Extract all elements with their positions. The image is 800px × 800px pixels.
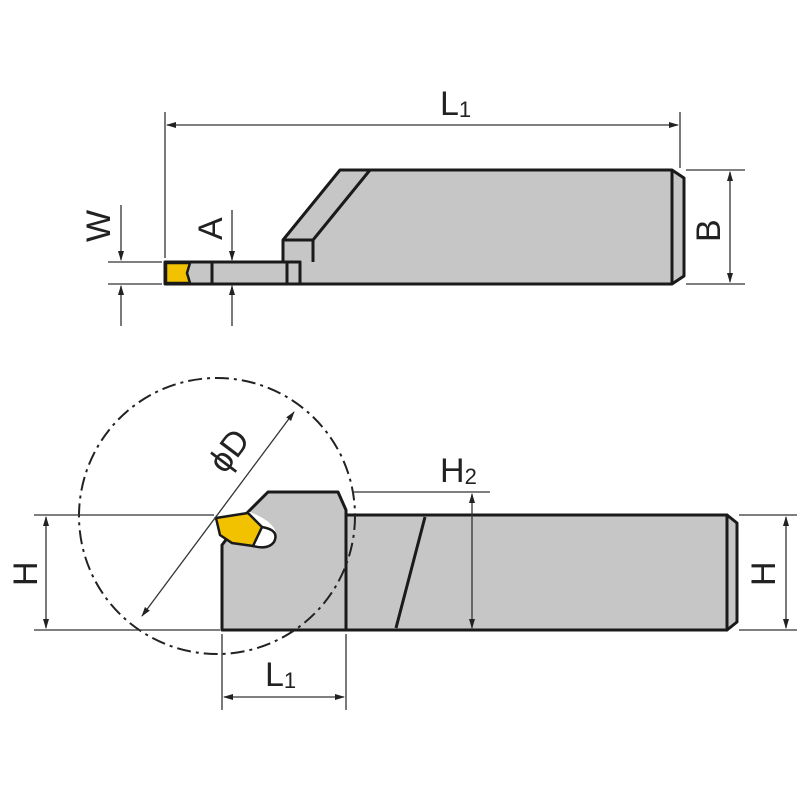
shank-top bbox=[281, 168, 686, 286]
slant-line bbox=[311, 169, 372, 241]
label-B: B bbox=[690, 219, 728, 242]
dim-phiD bbox=[141, 411, 295, 617]
label-H-left: H bbox=[7, 561, 45, 586]
shank-chamfer bbox=[725, 513, 739, 632]
label-W: W bbox=[80, 210, 118, 242]
head-side bbox=[220, 490, 348, 632]
label-A: A bbox=[192, 217, 230, 240]
side-view: ϕD H2 H H L1 bbox=[7, 377, 797, 710]
insert-top bbox=[164, 261, 192, 285]
shank-side bbox=[344, 513, 729, 632]
label-H2: H2 bbox=[440, 452, 477, 490]
label-L1-top: L1 bbox=[440, 85, 471, 123]
slant-line bbox=[394, 516, 427, 629]
swing-circle bbox=[78, 377, 356, 655]
label-L1-bottom: L1 bbox=[265, 656, 296, 694]
top-view: L1 B W A bbox=[80, 85, 745, 326]
label-H-right: H bbox=[745, 561, 783, 586]
